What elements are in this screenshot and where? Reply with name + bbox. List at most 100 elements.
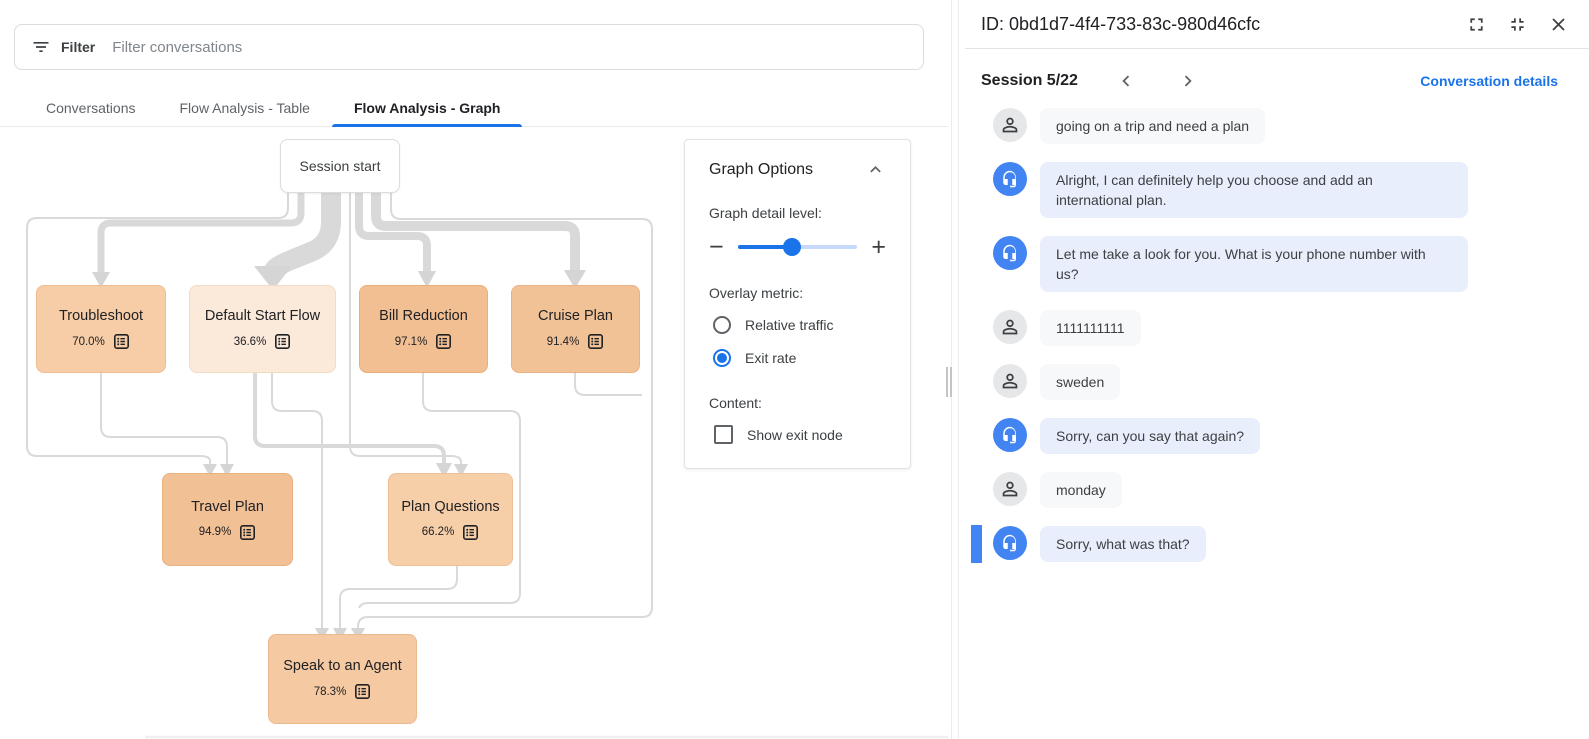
flow-node-cruise-plan[interactable]: Cruise Plan 91.4% (511, 285, 640, 373)
node-details-list-icon[interactable] (354, 683, 371, 700)
flow-edge (97, 191, 305, 274)
slider-decrease-button[interactable]: − (709, 233, 724, 261)
agent-avatar (993, 418, 1027, 452)
message-row-agent: Sorry, what was that? (965, 525, 1589, 563)
node-title: Travel Plan (191, 498, 264, 515)
message-bubble: Let me take a look for you. What is your… (1040, 236, 1468, 292)
node-exit-rate: 94.9% (198, 526, 232, 538)
graph-detail-slider-row: − + (709, 234, 886, 260)
flow-node-session-start[interactable]: Session start (280, 139, 400, 193)
radio-row-exit-rate[interactable]: Exit rate (709, 349, 886, 367)
tab-flow-analysis-graph[interactable]: Flow Analysis - Graph (331, 90, 523, 127)
collapse-panel-chevron-up-icon[interactable] (865, 159, 886, 180)
message-row-user: monday (965, 472, 1589, 508)
user-avatar (993, 108, 1027, 142)
show-exit-node-checkbox[interactable] (714, 425, 733, 444)
headset-icon (1003, 170, 1016, 188)
node-title: Cruise Plan (538, 308, 613, 324)
user-avatar (993, 472, 1027, 506)
user-avatar (993, 364, 1027, 398)
show-exit-node-checkbox-row[interactable]: Show exit node (709, 425, 886, 444)
tab-flow-analysis-table[interactable]: Flow Analysis - Table (179, 100, 310, 116)
session-nav-row: Session 5/22 Conversation details (965, 61, 1589, 101)
headset-icon (1003, 244, 1016, 262)
node-details-list-icon[interactable] (274, 333, 291, 350)
person-icon (1002, 319, 1018, 335)
close-icon[interactable] (1548, 14, 1569, 35)
filter-input[interactable] (110, 37, 907, 57)
person-icon (1002, 373, 1018, 389)
flow-node-travel-plan[interactable]: Travel Plan 94.9% (162, 473, 293, 566)
graph-options-panel: Graph Options Graph detail level: − + Ov… (684, 139, 911, 469)
node-metric-row: 78.3% (314, 683, 372, 700)
node-details-list-icon[interactable] (462, 524, 479, 541)
message-bubble: monday (1040, 472, 1122, 508)
message-bubble: Sorry, what was that? (1040, 526, 1206, 562)
node-details-list-icon[interactable] (239, 524, 256, 541)
flow-analysis-panel: Filter Conversations Flow Analysis - Tabl… (0, 24, 948, 739)
fullscreen-icon[interactable] (1466, 14, 1487, 35)
node-metric-row: 36.6% (234, 333, 292, 350)
node-details-list-icon[interactable] (435, 333, 452, 350)
node-details-list-icon[interactable] (587, 333, 604, 350)
panel-resize-handle[interactable] (946, 367, 954, 397)
flow-edge (574, 373, 642, 396)
message-row-user: going on a trip and need a plan (965, 108, 1589, 144)
node-exit-rate: 78.3% (313, 685, 347, 698)
exit-fullscreen-icon[interactable] (1507, 14, 1528, 35)
conversation-details-link[interactable]: Conversation details (1420, 73, 1558, 89)
previous-session-chevron-left-icon[interactable] (1115, 70, 1137, 92)
headset-icon (1003, 534, 1016, 552)
tab-conversations[interactable]: Conversations (46, 100, 136, 116)
graph-detail-slider[interactable] (737, 238, 858, 256)
filter-icon (33, 42, 49, 52)
flow-edge (253, 373, 446, 466)
node-title: Plan Questions (401, 498, 500, 515)
flow-edge (339, 566, 458, 630)
graph-detail-label: Graph detail level: (709, 205, 822, 221)
person-icon (1002, 117, 1018, 133)
message-row-agent: Alright, I can definitely help you choos… (965, 162, 1589, 218)
flow-edge (371, 191, 580, 272)
slider-thumb[interactable] (782, 238, 801, 256)
next-session-chevron-right-icon[interactable] (1177, 70, 1199, 92)
filter-bar[interactable]: Filter (14, 24, 924, 70)
flow-node-speak-to-an-agent[interactable]: Speak to an Agent 78.3% (268, 634, 417, 724)
message-row-user: 1111111111 (965, 310, 1589, 346)
node-exit-rate: 91.4% (546, 335, 580, 348)
node-details-list-icon[interactable] (113, 333, 130, 350)
node-title: Speak to an Agent (283, 658, 402, 674)
panel-divider-line (958, 0, 959, 739)
slider-increase-button[interactable]: + (871, 233, 886, 261)
message-row-agent: Sorry, can you say that again? (965, 418, 1589, 454)
agent-avatar (993, 162, 1027, 196)
filter-label: Filter (61, 39, 96, 55)
flow-edge (100, 373, 228, 466)
show-exit-node-label: Show exit node (747, 426, 843, 443)
flow-node-default-start-flow[interactable]: Default Start Flow 36.6% (189, 285, 336, 373)
headset-icon (1003, 426, 1016, 444)
highlighted-message-bar (971, 525, 982, 563)
conversation-id-title: ID: 0bd1d7-4f4-733-83c-980d46cfc (981, 13, 1261, 34)
detail-header: ID: 0bd1d7-4f4-733-83c-980d46cfc (965, 0, 1589, 49)
message-list: going on a trip and need a plan Alright,… (965, 108, 1589, 563)
node-exit-rate: 97.1% (394, 335, 428, 348)
flow-node-plan-questions[interactable]: Plan Questions 66.2% (388, 473, 513, 566)
message-row-user: sweden (965, 364, 1589, 400)
agent-avatar (993, 236, 1027, 270)
message-row-agent: Let me take a look for you. What is your… (965, 236, 1589, 292)
node-title: Default Start Flow (204, 308, 321, 324)
node-exit-rate: 66.2% (421, 526, 455, 538)
radio-label: Relative traffic (745, 317, 834, 333)
radio-button-exit-rate[interactable] (713, 349, 731, 367)
radio-row-relative-traffic[interactable]: Relative traffic (709, 316, 886, 334)
agent-avatar (993, 526, 1027, 560)
tab-bar: Conversations Flow Analysis - Table Flow A… (0, 90, 948, 127)
flow-edge (355, 191, 431, 273)
radio-button-relative-traffic[interactable] (713, 316, 731, 334)
node-exit-rate: 36.6% (233, 335, 267, 348)
node-metric-row: 66.2% (422, 524, 480, 541)
